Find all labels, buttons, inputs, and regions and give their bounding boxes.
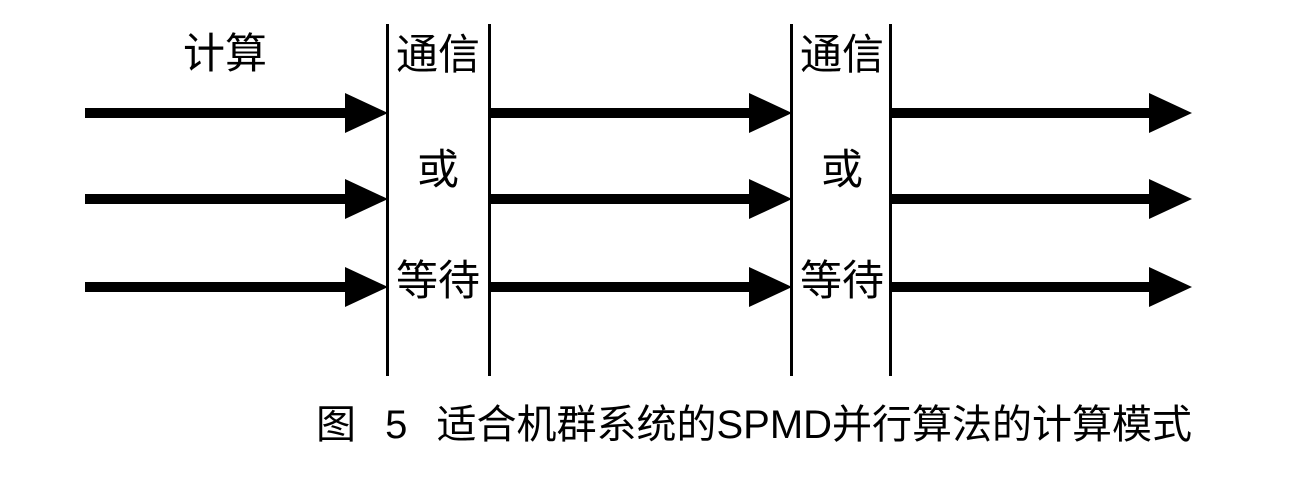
arrow-head-icon [345,179,388,219]
arrow-shaft [85,194,352,204]
barrier-1-communication-label: 通信 [395,31,480,78]
process-1-segment-3-arrow [892,93,1192,133]
arrow-head-icon [345,267,388,307]
arrow-head-icon [1149,267,1192,307]
barrier-2-communication-label: 通信 [799,31,884,78]
arrow-head-icon [1149,93,1192,133]
arrow-head-icon [345,93,388,133]
arrow-shaft [490,108,756,118]
process-2-segment-3-arrow [892,179,1192,219]
figure-caption: 图 5 适合机群系统的SPMD并行算法的计算模式 [316,403,1193,447]
arrow-head-icon [1149,179,1192,219]
process-2-segment-1-arrow [85,179,388,219]
arrow-shaft [892,194,1156,204]
barrier-2-wait-label: 等待 [799,257,884,304]
arrow-shaft [85,108,352,118]
process-1-segment-1-arrow [85,93,388,133]
process-3-segment-1-arrow [85,267,388,307]
arrow-head-icon [749,179,792,219]
arrow-shaft [892,282,1156,292]
barrier-1-or-label: 或 [416,146,459,193]
process-2-segment-2-arrow [490,179,792,219]
arrow-head-icon [749,93,792,133]
compute-phase-label: 计算 [182,30,267,77]
process-3-segment-2-arrow [490,267,792,307]
barrier-2-right-line [889,24,892,376]
barrier-2-or-label: 或 [820,146,863,193]
arrow-shaft [85,282,352,292]
barrier-1-wait-label: 等待 [395,257,480,304]
barrier-1-right-line [488,24,491,376]
process-3-segment-3-arrow [892,267,1192,307]
arrow-head-icon [749,267,792,307]
arrow-shaft [490,282,756,292]
arrow-shaft [892,108,1156,118]
arrow-shaft [490,194,756,204]
process-1-segment-2-arrow [490,93,792,133]
